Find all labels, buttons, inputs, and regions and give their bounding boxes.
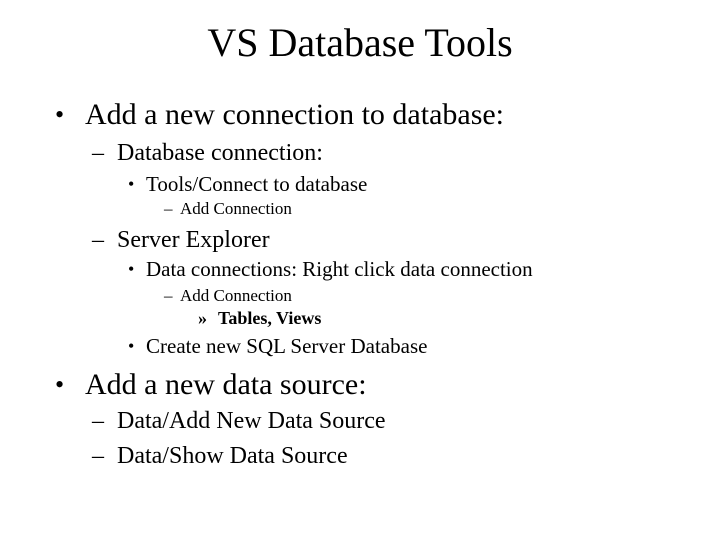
bullet-line-tools-connect: • Tools/Connect to database <box>0 174 720 195</box>
bullet-line-tables-views: » Tables, Views <box>0 309 720 327</box>
bullet-text: Add a new connection to database: <box>85 98 505 131</box>
bullet-text: Create new SQL Server Database <box>146 334 428 358</box>
bullet-marker: • <box>55 370 65 399</box>
bullet-line-data-show: – Data/Show Data Source <box>0 444 720 468</box>
bullet-text: Data/Show Data Source <box>117 443 348 469</box>
bullet-line-create-sql-db: • Create new SQL Server Database <box>0 336 720 357</box>
bullet-line-add-new-connection: • Add a new connection to database: <box>0 100 720 130</box>
dash-marker: – <box>164 286 173 305</box>
bullet-text: Add Connection <box>180 286 292 305</box>
dash-marker: – <box>92 227 104 253</box>
bullet-marker: • <box>128 336 135 356</box>
dash-marker: – <box>92 443 104 469</box>
bullet-line-database-connection: – Database connection: <box>0 141 720 165</box>
bullet-text: Tools/Connect to database <box>146 172 368 196</box>
bullet-text: Server Explorer <box>117 227 270 253</box>
dash-marker: – <box>92 408 104 434</box>
bullet-text: Data/Add New Data Source <box>117 408 386 434</box>
bullet-line-add-connection-1: – Add Connection <box>0 200 720 217</box>
bullet-text: Add a new data source: <box>85 368 367 401</box>
bullet-line-data-connections: • Data connections: Right click data con… <box>0 259 720 280</box>
bullet-text: Tables, Views <box>218 308 322 328</box>
bullet-marker: • <box>128 259 135 279</box>
bullet-marker: • <box>128 174 135 194</box>
guillemet-marker: » <box>198 308 207 328</box>
slide-title: VS Database Tools <box>207 20 513 65</box>
bullet-line-add-data-source: • Add a new data source: <box>0 370 720 400</box>
bullet-line-data-add-new: – Data/Add New Data Source <box>0 409 720 433</box>
bullet-line-add-connection-2: – Add Connection <box>0 287 720 304</box>
bullet-line-server-explorer: – Server Explorer <box>0 228 720 252</box>
bullet-text: Add Connection <box>180 199 292 218</box>
bullet-text: Data connections: Right click data conne… <box>146 257 533 281</box>
dash-marker: – <box>164 199 173 218</box>
dash-marker: – <box>92 140 104 166</box>
bullet-text: Database connection: <box>117 140 323 166</box>
bullet-marker: • <box>55 100 65 129</box>
